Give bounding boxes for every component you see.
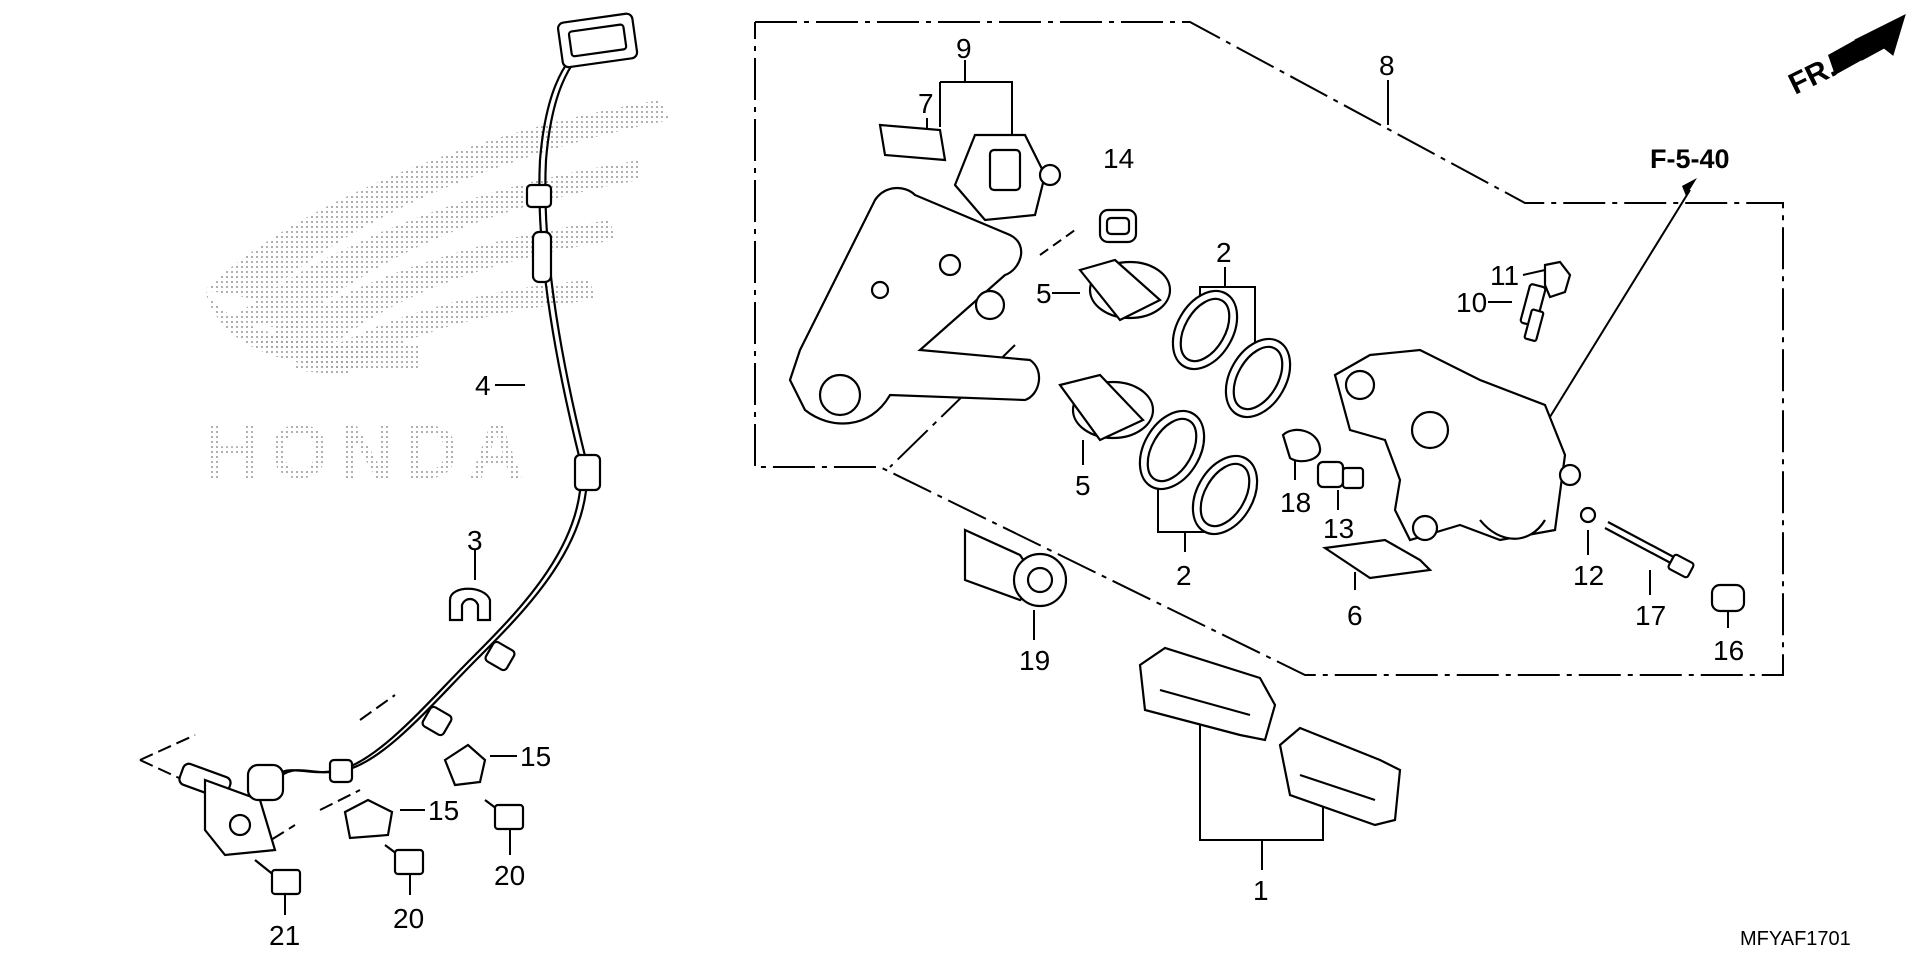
callout-17: 17 xyxy=(1635,600,1666,631)
callout-3: 3 xyxy=(467,525,483,556)
reference-page-link[interactable]: F-5-40 xyxy=(1650,144,1730,174)
sensor-holder xyxy=(878,123,1062,222)
callout-9: 9 xyxy=(956,33,972,64)
bleeder-screw xyxy=(1316,460,1365,490)
callout-6: 6 xyxy=(1347,600,1363,631)
callout-1: 1 xyxy=(1253,875,1269,906)
brake-pads xyxy=(1138,646,1402,827)
callout-8: 8 xyxy=(1379,50,1395,81)
bleeder-cap xyxy=(1543,260,1572,299)
callout-14: 14 xyxy=(1103,143,1134,174)
caliper-pistons xyxy=(1058,258,1172,442)
callout-2-upper: 2 xyxy=(1216,237,1232,268)
honda-wordmark: HONDA xyxy=(205,410,534,495)
callout-4: 4 xyxy=(475,370,491,401)
pad-spring xyxy=(1321,538,1433,580)
callout-11: 11 xyxy=(1490,260,1519,291)
wheel-speed-sensor xyxy=(178,762,285,857)
caliper-plug xyxy=(1281,428,1322,463)
caliper-bracket xyxy=(788,187,1041,425)
callout-20-upper: 20 xyxy=(494,860,525,891)
sensor-connector xyxy=(556,12,639,69)
collar-nut xyxy=(1098,208,1138,244)
piston-seals xyxy=(1138,289,1292,536)
slide-pin xyxy=(963,528,1068,608)
callout-21: 21 xyxy=(269,920,300,951)
caliper-body xyxy=(1333,348,1582,542)
callout-13: 13 xyxy=(1323,513,1354,544)
reference-arrowhead xyxy=(1682,178,1697,196)
callout-2-lower: 2 xyxy=(1176,560,1192,591)
callout-16: 16 xyxy=(1713,635,1744,666)
flange-bolts xyxy=(254,799,525,896)
front-direction-arrow: FR. xyxy=(1784,14,1906,101)
bleeder-valve xyxy=(1519,283,1547,342)
wire-clamp-lower xyxy=(343,798,394,840)
callout-12: 12 xyxy=(1573,560,1604,591)
callout-10: 10 xyxy=(1456,287,1487,318)
callout-5-lower: 5 xyxy=(1075,470,1091,501)
pad-pin xyxy=(1604,521,1695,579)
part-callouts: 1 2 2 3 4 5 5 6 7 8 9 10 11 12 13 14 15 … xyxy=(269,33,1744,951)
callout-20-lower: 20 xyxy=(393,903,424,934)
callout-19: 19 xyxy=(1019,645,1050,676)
pin-plug xyxy=(1710,583,1746,613)
callout-15-upper: 15 xyxy=(520,741,551,772)
callout-5-upper: 5 xyxy=(1036,278,1052,309)
pin-o-ring xyxy=(1579,506,1597,524)
wire-clamp-upper xyxy=(443,743,487,787)
callout-7: 7 xyxy=(918,88,934,119)
wire-clip xyxy=(448,587,492,622)
callout-18: 18 xyxy=(1280,487,1311,518)
honda-watermark: HONDA xyxy=(205,100,670,495)
figure-code: MFYAF1701 xyxy=(1740,928,1851,950)
callout-15-lower: 15 xyxy=(428,795,459,826)
honda-wing-logo xyxy=(205,100,670,375)
leader-lines xyxy=(139,60,1729,915)
wire-grommets xyxy=(328,183,602,784)
